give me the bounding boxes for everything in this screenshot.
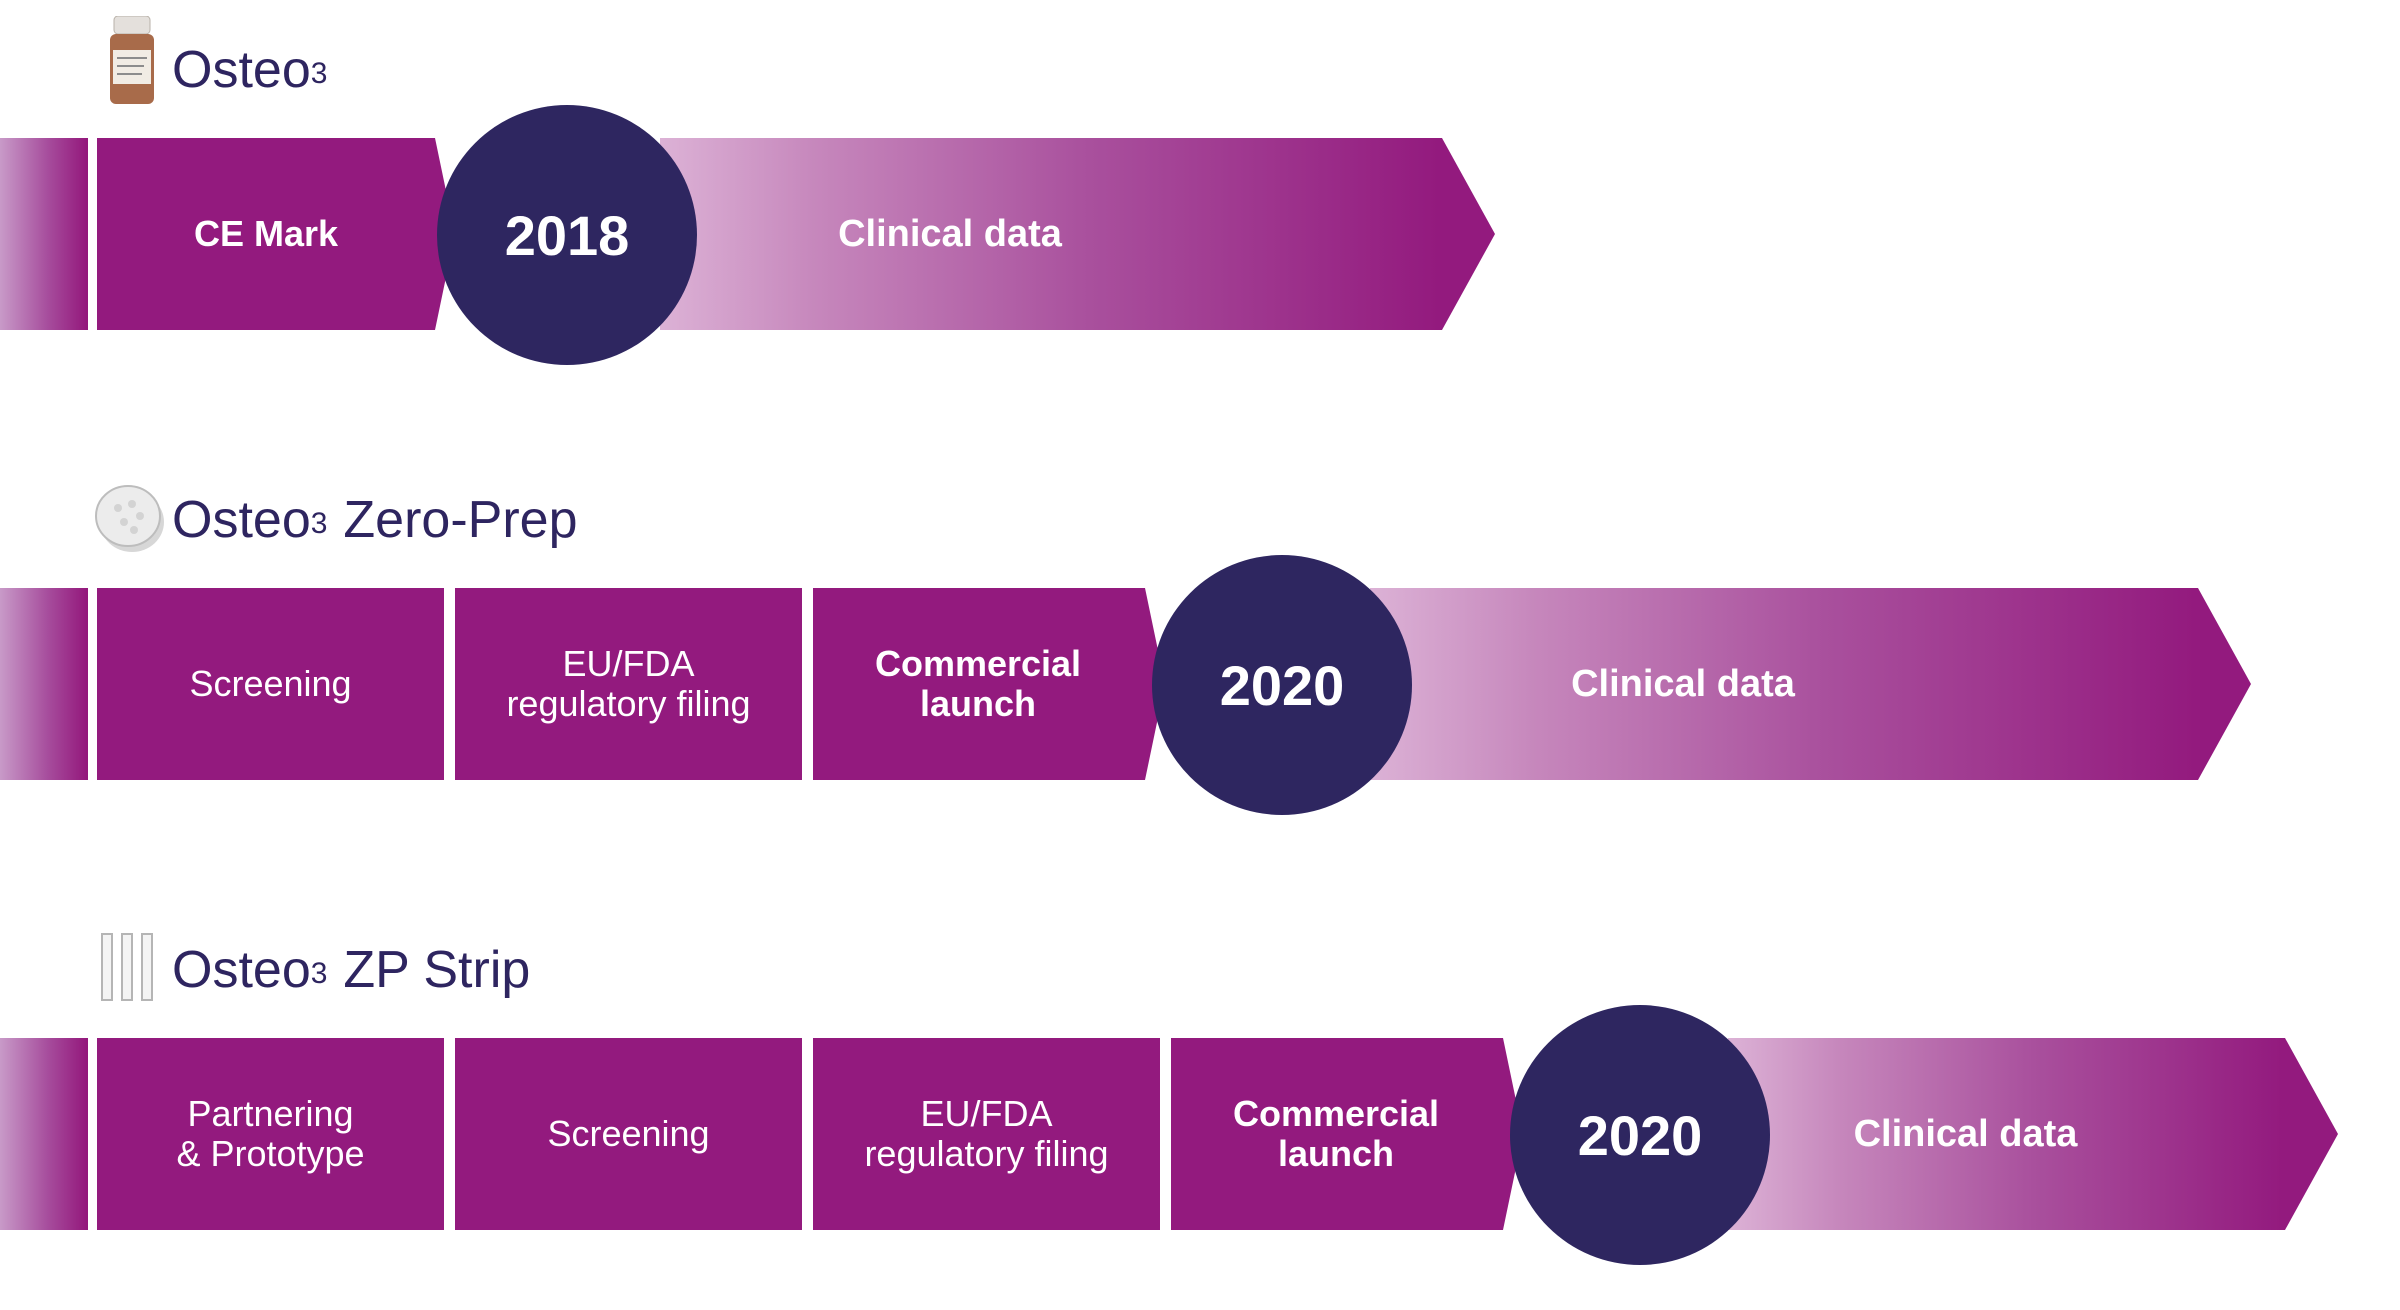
stage-ce-mark: CE Mark <box>97 138 435 330</box>
stage-regulatory-filing: EU/FDA regulatory filing <box>813 1038 1160 1230</box>
stage-label: Screening <box>189 663 352 704</box>
milestone-year-label: 2020 <box>1577 1103 1703 1167</box>
stage-label: EU/FDA regulatory filing <box>506 643 751 724</box>
tablet-icon <box>95 485 164 552</box>
timeline-start-stub <box>0 138 88 330</box>
milestone-year-label: 2018 <box>504 203 630 267</box>
timeline-lane: Screening EU/FDA regulatory filing Comme… <box>0 555 2400 815</box>
stage-commercial-launch: Commercial launch <box>813 588 1143 780</box>
stage-label: Partnering & Prototype <box>176 1093 365 1174</box>
row-title-name: Osteo <box>172 491 311 549</box>
stage-regulatory-filing: EU/FDA regulatory filing <box>455 588 802 780</box>
timeline-lane: CE Mark Clinical data 2018 <box>0 105 2400 365</box>
future-phase: Clinical data <box>1728 1038 2283 1230</box>
future-phase-label: Clinical data <box>1571 662 1795 705</box>
future-arrow-tip <box>2196 588 2251 780</box>
row-title-name: Osteo <box>172 941 311 999</box>
row-title-superscript: 3 <box>310 957 328 990</box>
row-title-superscript: 3 <box>310 507 328 540</box>
future-phase-label: Clinical data <box>1853 1112 2078 1155</box>
timeline-start-stub <box>0 1038 88 1230</box>
future-arrow-tip <box>2283 1038 2338 1230</box>
future-phase-label: Clinical data <box>838 212 1062 255</box>
stage-partnering-prototype: Partnering & Prototype <box>97 1038 444 1230</box>
timeline-lane: Partnering & Prototype Screening EU/FDA … <box>0 1005 2400 1265</box>
future-arrow-tip <box>1440 138 1495 330</box>
row-title-name: Osteo <box>172 41 311 99</box>
stage-label: Commercial launch <box>874 643 1082 724</box>
row-title-suffix: Zero-Prep <box>343 491 578 549</box>
stage-label: Commercial launch <box>1232 1093 1440 1174</box>
milestone-year: 2020 <box>1510 1005 1770 1265</box>
milestone-year-label: 2020 <box>1219 653 1345 717</box>
future-phase: Clinical data <box>1370 588 2196 780</box>
stage-commercial-launch: Commercial launch <box>1171 1038 1501 1230</box>
future-phase: Clinical data <box>660 138 1440 330</box>
timeline-start-stub <box>0 588 88 780</box>
stage-label: CE Mark <box>193 213 339 254</box>
strip-icon <box>101 933 153 1001</box>
row-title-suffix: ZP Strip <box>343 941 531 999</box>
milestone-year: 2020 <box>1152 555 1412 815</box>
vial-icon <box>110 16 154 104</box>
milestone-year: 2018 <box>437 105 697 365</box>
stage-screening: Screening <box>97 588 444 780</box>
stage-label: Screening <box>547 1113 710 1154</box>
stage-screening: Screening <box>455 1038 802 1230</box>
row-title-superscript: 3 <box>310 57 328 90</box>
stage-label: EU/FDA regulatory filing <box>864 1093 1109 1174</box>
